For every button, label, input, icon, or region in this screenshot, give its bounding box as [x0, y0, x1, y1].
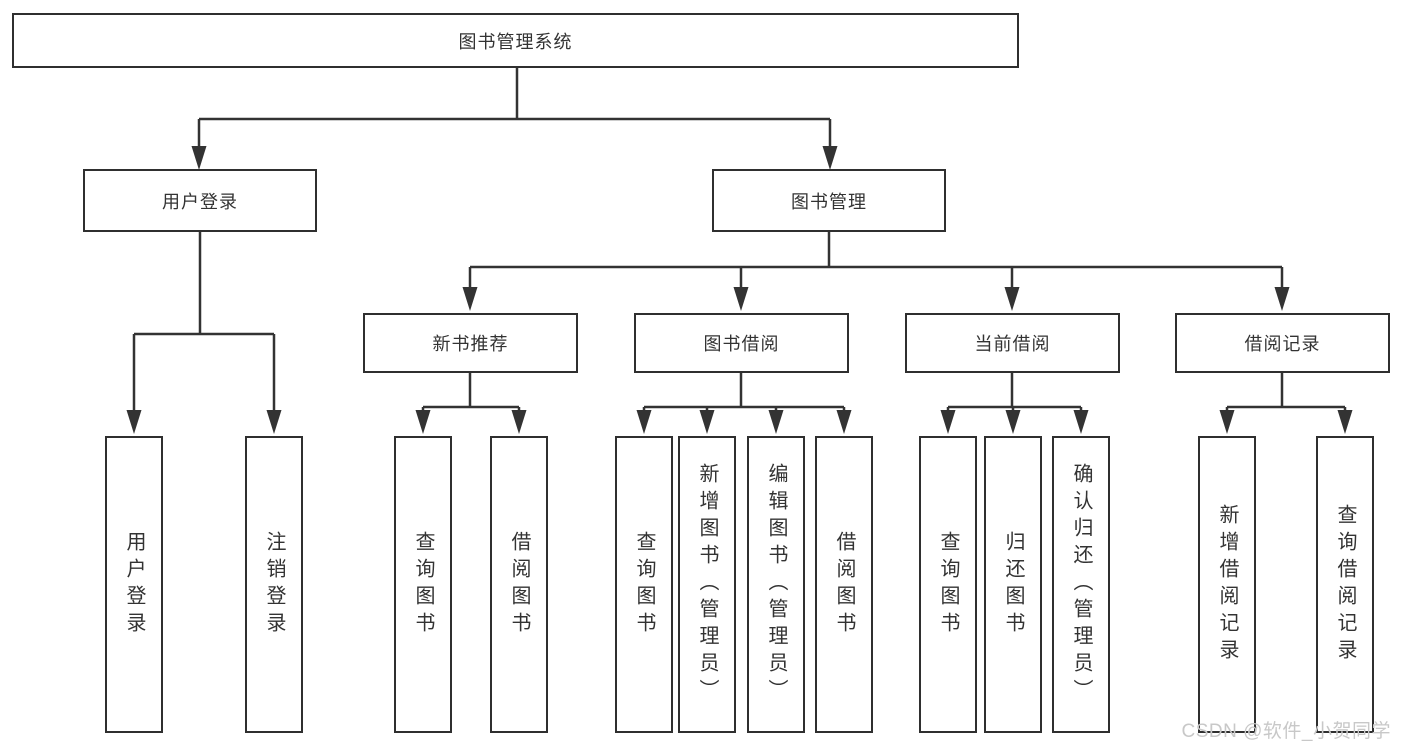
leaf-current-return-books: 归还图书 [984, 436, 1042, 733]
leaf-borrow-query-books: 查询图书 [615, 436, 673, 733]
leaf-user-login-label: 用户登录 [123, 530, 145, 639]
connector-book-management [462, 232, 1290, 311]
connector-book-borrow [636, 373, 852, 434]
leaf-borrow-edit-books-admin: 编辑图书（管理员） [747, 436, 805, 733]
leaf-recommend-query-books: 查询图书 [394, 436, 452, 733]
csdn-watermark: CSDN @软件_小贺同学 [1181, 721, 1391, 742]
node-borrow-records: 借阅记录 [1175, 313, 1390, 373]
node-new-book-recommend: 新书推荐 [363, 313, 578, 373]
leaf-records-query-record: 查询借阅记录 [1316, 436, 1374, 733]
connector-user-login [126, 232, 282, 434]
leaf-borrow-add-books-admin: 新增图书（管理员） [678, 436, 736, 733]
node-root-label: 图书管理系统 [458, 31, 573, 52]
leaf-records-add-record: 新增借阅记录 [1198, 436, 1256, 733]
leaf-recommend-borrow-books-label: 借阅图书 [508, 530, 530, 639]
connector-root [191, 68, 838, 170]
node-root: 图书管理系统 [12, 13, 1019, 68]
leaf-recommend-borrow-books: 借阅图书 [490, 436, 548, 733]
leaf-borrow-borrow-books: 借阅图书 [815, 436, 873, 733]
node-book-management: 图书管理 [712, 169, 946, 232]
leaf-logout: 注销登录 [245, 436, 303, 733]
leaf-borrow-edit-books-admin-label: 编辑图书（管理员） [765, 463, 787, 706]
leaf-current-confirm-return-admin-label: 确认归还（管理员） [1070, 463, 1092, 706]
node-current-borrow-label: 当前借阅 [974, 334, 1051, 354]
leaf-logout-label: 注销登录 [263, 530, 285, 639]
leaf-recommend-query-books-label: 查询图书 [412, 530, 434, 639]
node-new-book-recommend-label: 新书推荐 [432, 334, 509, 354]
node-book-borrow: 图书借阅 [634, 313, 849, 373]
leaf-user-login: 用户登录 [105, 436, 163, 733]
leaf-records-add-record-label: 新增借阅记录 [1216, 503, 1238, 666]
node-user-login-label: 用户登录 [162, 191, 238, 212]
connector-borrow-records [1219, 373, 1353, 434]
leaf-borrow-add-books-admin-label: 新增图书（管理员） [696, 463, 718, 706]
leaf-records-query-record-label: 查询借阅记录 [1334, 503, 1356, 666]
leaf-current-query-books: 查询图书 [919, 436, 977, 733]
connector-new-book-recommend [415, 373, 527, 434]
leaf-borrow-borrow-books-label: 借阅图书 [833, 530, 855, 639]
leaf-current-return-books-label: 归还图书 [1002, 530, 1024, 639]
node-user-login: 用户登录 [83, 169, 317, 232]
connector-current-borrow [940, 373, 1089, 434]
leaf-current-confirm-return-admin: 确认归还（管理员） [1052, 436, 1110, 733]
leaf-current-query-books-label: 查询图书 [937, 530, 959, 639]
node-book-borrow-label: 图书借阅 [703, 334, 780, 354]
node-book-management-label: 图书管理 [791, 191, 867, 212]
leaf-borrow-query-books-label: 查询图书 [633, 530, 655, 639]
node-borrow-records-label: 借阅记录 [1244, 334, 1321, 354]
node-current-borrow: 当前借阅 [905, 313, 1120, 373]
